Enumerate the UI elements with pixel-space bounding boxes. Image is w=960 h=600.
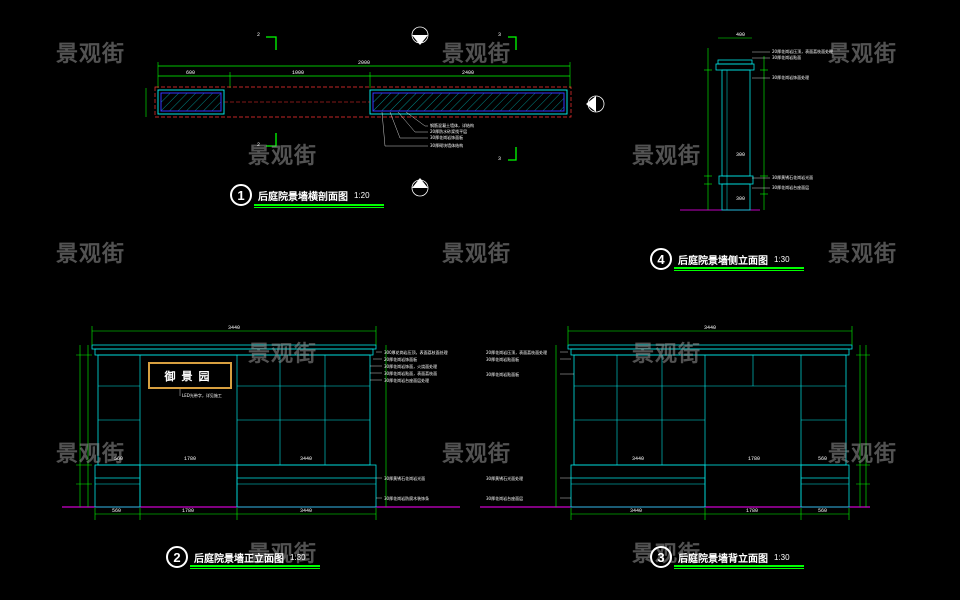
plan-note: 30厚花岗岩饰面板 — [430, 135, 464, 140]
drawing-title: 后庭院景墙侧立面图 — [678, 255, 768, 267]
back-note: 30厚花岗岩贴面板 — [486, 357, 520, 362]
front-dim-bottom: 560 — [112, 508, 122, 514]
drawing-title: 后庭院景墙横剖面图 — [258, 191, 348, 203]
section-label: 3 — [498, 32, 502, 38]
drawing-title: 后庭院景墙正立面图 — [194, 553, 284, 565]
back-elevation-drawing — [480, 326, 870, 520]
section-label: 3 — [498, 156, 502, 162]
section-label: 2 — [257, 32, 261, 38]
back-dim-mid: 1780 — [748, 456, 761, 462]
side-dim: 300 — [736, 152, 746, 158]
plan-note: 20厚防水砂浆找平层 — [430, 129, 468, 134]
drawing-scale: 1:30 — [774, 552, 790, 562]
title-underline — [254, 207, 384, 208]
back-dim-mid: 560 — [818, 456, 828, 462]
back-dim-bottom: 560 — [818, 508, 828, 514]
side-dim: 300 — [736, 196, 746, 202]
front-dim-mid: 1780 — [184, 456, 197, 462]
plan-dim-seg: 600 — [186, 70, 196, 76]
drawing-title: 后庭院景墙背立面图 — [678, 553, 768, 565]
section-symbol-top — [411, 26, 429, 45]
front-note: 30厚花岗岩饰面，火烧面处理 — [384, 364, 438, 369]
front-note: 20厚花岗岩饰面板 — [384, 357, 418, 362]
front-elevation-drawing — [62, 326, 460, 520]
front-note: 30厚花岗岩贴面，表面荔枝面 — [384, 371, 438, 376]
section-label: 2 — [257, 142, 261, 148]
drawing-scale: 1:30 — [774, 254, 790, 264]
front-note: 300厚花岗岩压顶，表面荔枝面处理 — [384, 350, 448, 355]
plan-drawing — [145, 26, 605, 197]
title-underline — [190, 565, 320, 567]
side-note: 30厚花岗岩饰面处理 — [772, 75, 810, 80]
side-note: 30厚黄锈石花岗岩光面 — [772, 175, 814, 180]
front-dim-bottom: 3440 — [300, 508, 313, 514]
back-dim-top: 3440 — [704, 325, 717, 331]
front-dim-bottom: 1780 — [182, 508, 195, 514]
side-title: 4 后庭院景墙侧立面图 1:30 — [650, 248, 790, 270]
front-note: 30厚花岗岩防腐木装饰条 — [384, 496, 430, 501]
drawing-scale: 1:20 — [354, 190, 370, 200]
plan-dim-seg: 1000 — [292, 70, 305, 76]
back-dim-mid: 3440 — [632, 456, 645, 462]
side-note: 30厚花岗岩贴面 — [772, 55, 802, 60]
back-note: 20厚花岗岩压顶，表面荔枝面处理 — [486, 350, 548, 355]
back-note: 30厚黄锈石光面处理 — [486, 476, 524, 481]
side-elevation-drawing — [680, 37, 770, 211]
sign-board: 御景园 — [148, 362, 232, 389]
front-dim-mid: 560 — [114, 456, 124, 462]
title-underline — [674, 267, 804, 269]
plan-note: 30厚砌块墙体结构 — [430, 143, 464, 148]
drawing-number-badge: 2 — [166, 546, 188, 568]
plan-dim-total: 2000 — [358, 60, 371, 66]
sign-note: LED光带字，详见施工 — [182, 393, 222, 398]
section-symbol-right — [586, 95, 605, 113]
drawing-number-badge: 1 — [230, 184, 252, 206]
back-title: 3 后庭院景墙背立面图 1:30 — [650, 546, 790, 568]
side-dim-top: 400 — [736, 32, 746, 38]
back-dim-bottom: 3440 — [630, 508, 643, 514]
drawing-number-badge: 4 — [650, 248, 672, 270]
front-note: 30厚黄锈石花岗岩光面 — [384, 476, 426, 481]
plan-note: 钢筋混凝土墙体，详结构 — [430, 123, 474, 128]
side-note: 20厚花岗岩压顶，表面荔枝面处理 — [772, 49, 834, 54]
title-underline — [674, 565, 804, 567]
back-dim-bottom: 1780 — [746, 508, 759, 514]
title-underline — [674, 270, 804, 271]
back-note: 30厚花岗岩贴面板 — [486, 372, 520, 377]
title-underline — [674, 568, 804, 569]
section-symbol-bottom — [411, 178, 429, 197]
drawing-number-badge: 3 — [650, 546, 672, 568]
title-underline — [190, 568, 320, 569]
back-note: 30厚花岗岩台座面层 — [486, 496, 524, 501]
plan-title: 1 后庭院景墙横剖面图 1:20 — [230, 184, 370, 206]
front-title: 2 后庭院景墙正立面图 1:30 — [166, 546, 306, 568]
front-dim-top: 3440 — [228, 325, 241, 331]
front-dim-mid: 3440 — [300, 456, 313, 462]
side-note: 30厚花岗岩台座面层 — [772, 185, 810, 190]
drawing-scale: 1:30 — [290, 552, 306, 562]
front-note: 30厚花岗岩台座面层处理 — [384, 378, 430, 383]
title-underline — [254, 204, 384, 206]
plan-dim-seg: 2400 — [462, 70, 475, 76]
